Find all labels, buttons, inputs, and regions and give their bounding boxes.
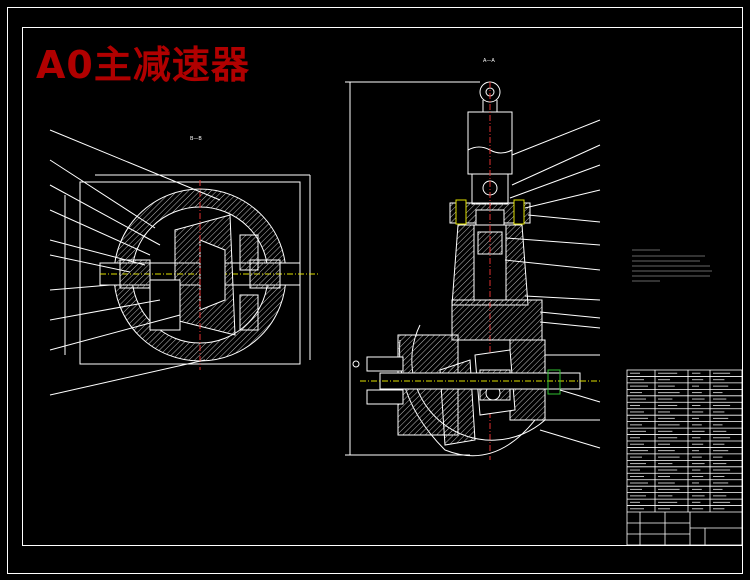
- right-view: A—A: [345, 58, 601, 460]
- right-section-label: A—A: [483, 58, 495, 64]
- technical-notes: [632, 249, 712, 282]
- drawing-title: A0主减速器: [36, 43, 250, 87]
- left-section-label: B—B: [190, 136, 202, 142]
- parts-list-entries: [630, 372, 731, 510]
- left-view: B—B: [49, 129, 320, 396]
- parts-list: [626, 369, 743, 546]
- inner-frame: [22, 27, 743, 546]
